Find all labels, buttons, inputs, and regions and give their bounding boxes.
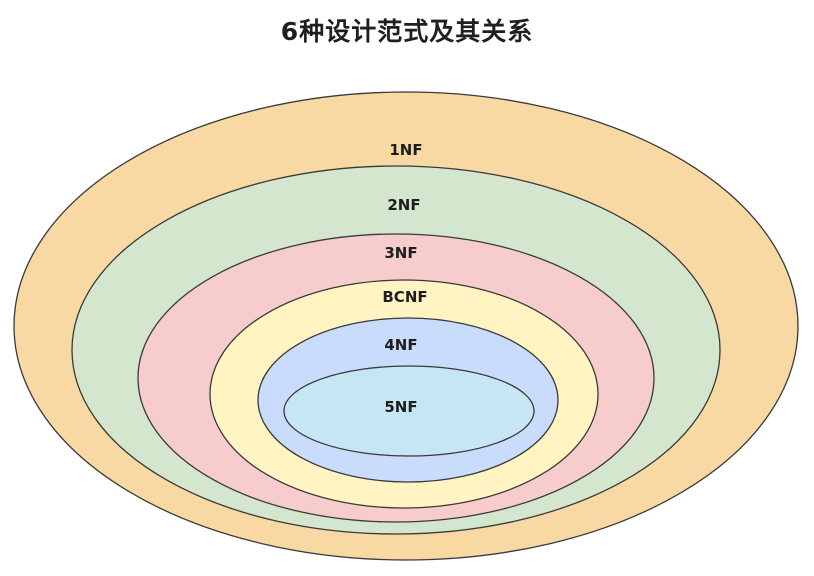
- label-1nf: 1NF: [389, 141, 422, 159]
- label-5nf: 5NF: [384, 398, 417, 416]
- diagram-title: 6种设计范式及其关系: [280, 17, 534, 46]
- label-3nf: 3NF: [384, 244, 417, 262]
- label-2nf: 2NF: [387, 196, 420, 214]
- label-bcnf: BCNF: [382, 288, 427, 306]
- label-4nf: 4NF: [384, 336, 417, 354]
- ellipse-5nf: [283, 365, 535, 457]
